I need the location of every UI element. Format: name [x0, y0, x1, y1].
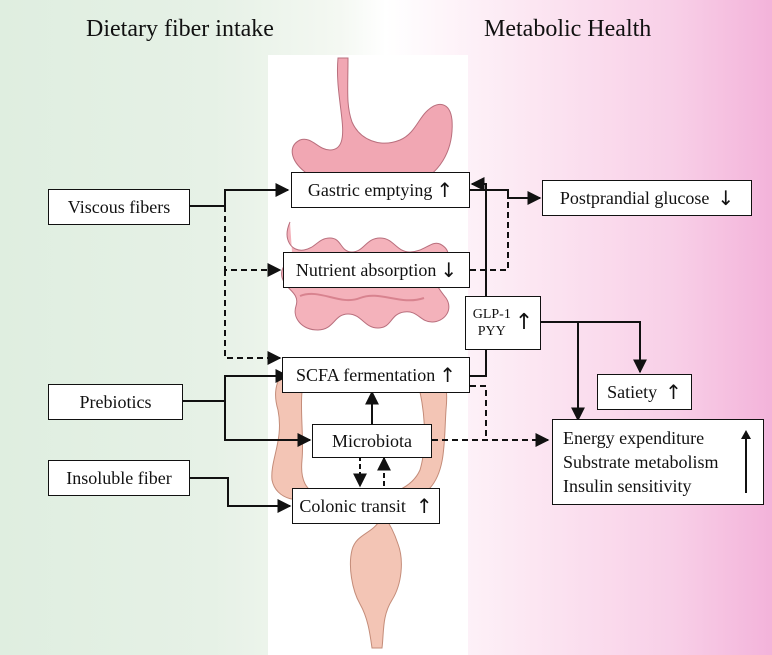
prebiotics-box: Prebiotics	[48, 384, 183, 420]
arrow-viscous-to-nutrient	[224, 206, 282, 277]
arrow-viscous-to-scfa	[224, 270, 282, 365]
increase-arrow-icon: ↑	[415, 494, 433, 518]
satiety-label: Satiety	[607, 381, 658, 402]
insoluble-fiber-label: Insoluble fiber	[66, 467, 172, 488]
increase-arrow-icon: ↑	[514, 310, 534, 335]
arrow-scfa-to-energy	[470, 385, 487, 440]
metabolic-outcomes-box: Energy expenditure Substrate metabolism …	[552, 419, 764, 505]
fiber-intake-header: Dietary fiber intake	[86, 16, 274, 42]
arrow-nutrient-to-glucose	[470, 200, 509, 271]
glp1-label: GLP-1	[472, 307, 511, 322]
scfa-fermentation-label: SCFA fermentation	[296, 364, 436, 385]
nutrient-absorption-label: Nutrient absorption	[295, 259, 437, 280]
arrow-scfa-to-hormones	[470, 350, 487, 377]
microbiota-label: Microbiota	[332, 430, 412, 451]
viscous-fibers-box: Viscous fibers	[48, 189, 190, 225]
viscous-fibers-label: Viscous fibers	[67, 196, 171, 217]
increase-arrow-icon: ↑	[439, 363, 456, 387]
satiety-box: Satiety ↑	[597, 374, 692, 410]
postprandial-glucose-label: Postprandial glucose	[559, 187, 710, 208]
arrow-hormones-to-satiety	[540, 321, 647, 374]
arrow-prebiotics-to-microbiota	[224, 401, 312, 447]
arrow-insoluble-to-colonic	[190, 477, 292, 513]
microbiota-box: Microbiota	[312, 424, 432, 458]
arrow-prebiotics-to-scfa	[183, 369, 290, 402]
colonic-transit-box: Colonic transit ↑	[292, 488, 440, 524]
rectum-shape	[349, 515, 402, 649]
decrease-arrow-icon: ↓	[440, 258, 458, 282]
nutrient-absorption-box: Nutrient absorption ↓	[283, 252, 470, 288]
metabolic-health-header: Metabolic Health	[484, 16, 652, 42]
arrow-viscous-to-gastric	[190, 183, 290, 207]
decrease-arrow-icon: ↓	[717, 186, 735, 210]
prebiotics-label: Prebiotics	[79, 391, 152, 412]
arrow-gastric-to-glucose	[470, 189, 542, 205]
postprandial-glucose-box: Postprandial glucose ↓	[542, 180, 752, 216]
arrow-hormones-to-gastric	[470, 177, 487, 296]
increase-arrow-icon: ↑	[436, 178, 454, 202]
gastric-emptying-label: Gastric emptying	[307, 179, 433, 200]
gastric-emptying-box: Gastric emptying ↑	[291, 172, 470, 208]
pyy-label: PYY	[477, 324, 506, 339]
substrate-metabolism-label: Substrate metabolism	[563, 452, 719, 472]
gut-hormones-box: GLP-1 PYY ↑	[465, 296, 541, 350]
insulin-sensitivity-label: Insulin sensitivity	[563, 476, 692, 496]
insoluble-fiber-box: Insoluble fiber	[48, 460, 190, 496]
colonic-transit-label: Colonic transit	[299, 495, 406, 516]
increase-arrow-icon: ↑	[665, 380, 682, 404]
energy-expenditure-label: Energy expenditure	[563, 428, 705, 448]
increase-long-arrow-icon	[741, 430, 751, 493]
scfa-fermentation-box: SCFA fermentation ↑	[282, 357, 470, 393]
